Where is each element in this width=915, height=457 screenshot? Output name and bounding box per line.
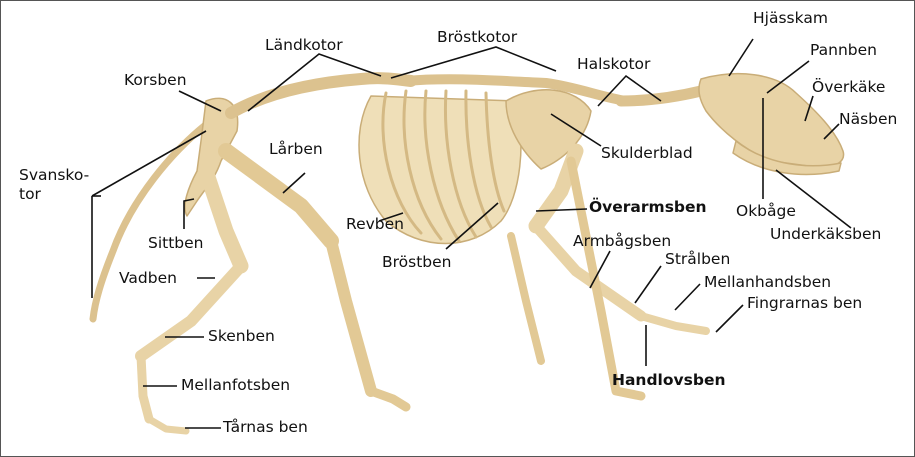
larben-line bbox=[283, 173, 305, 193]
label-landkotor: Ländkotor bbox=[265, 38, 343, 54]
label-skulderblad: Skulderblad bbox=[601, 146, 693, 162]
label-handlovsben: Handlovsben bbox=[612, 373, 726, 389]
label-nasben: Näsben bbox=[839, 112, 897, 128]
hjasskam-line bbox=[729, 39, 753, 76]
hind-paw bbox=[371, 391, 406, 407]
label-hjasskam: Hjässkam bbox=[753, 11, 828, 27]
label-skenben: Skenben bbox=[208, 329, 275, 345]
fore-paw bbox=[641, 316, 706, 331]
tibia bbox=[331, 241, 371, 391]
label-armbagsben: Armbågsben bbox=[573, 234, 671, 250]
label-halskotor: Halskotor bbox=[577, 57, 650, 73]
femur bbox=[226, 151, 331, 241]
metatarsal-left bbox=[141, 356, 149, 419]
fingrarnas-ben-line bbox=[716, 305, 743, 332]
label-vadben: Vadben bbox=[119, 271, 177, 287]
toes-left bbox=[149, 419, 186, 431]
label-overarmsben: Överarmsben bbox=[589, 200, 707, 216]
label-underkaksben: Underkäksben bbox=[770, 227, 881, 243]
tail-bones bbox=[93, 119, 213, 319]
label-okbage: Okbåge bbox=[736, 204, 796, 220]
label-fingrarnas-ben: Fingrarnas ben bbox=[747, 296, 862, 312]
label-tarnas-ben: Tårnas ben bbox=[223, 420, 308, 436]
stralben-line bbox=[635, 266, 661, 303]
cervical-spine bbox=[621, 91, 701, 101]
mellanhandsben-line bbox=[675, 284, 700, 310]
label-pannben: Pannben bbox=[810, 43, 877, 59]
label-overkake: Överkäke bbox=[812, 80, 885, 96]
forearm-back2 bbox=[511, 236, 541, 361]
label-sittben: Sittben bbox=[148, 236, 204, 252]
label-korsben: Korsben bbox=[124, 73, 187, 89]
brostkotor-line bbox=[391, 47, 556, 78]
label-brostben: Bröstben bbox=[382, 255, 452, 271]
label-mellanhandsben: Mellanhandsben bbox=[704, 275, 831, 291]
femur-left bbox=[206, 171, 241, 266]
label-revben: Revben bbox=[346, 217, 404, 233]
label-brostkotor: Bröstkotor bbox=[437, 30, 517, 46]
label-mellanfotsben: Mellanfotsben bbox=[181, 378, 290, 394]
label-svanskotor: Svansko- tor bbox=[19, 166, 89, 204]
label-stralben: Strålben bbox=[665, 252, 730, 268]
label-larben: Lårben bbox=[269, 142, 323, 158]
